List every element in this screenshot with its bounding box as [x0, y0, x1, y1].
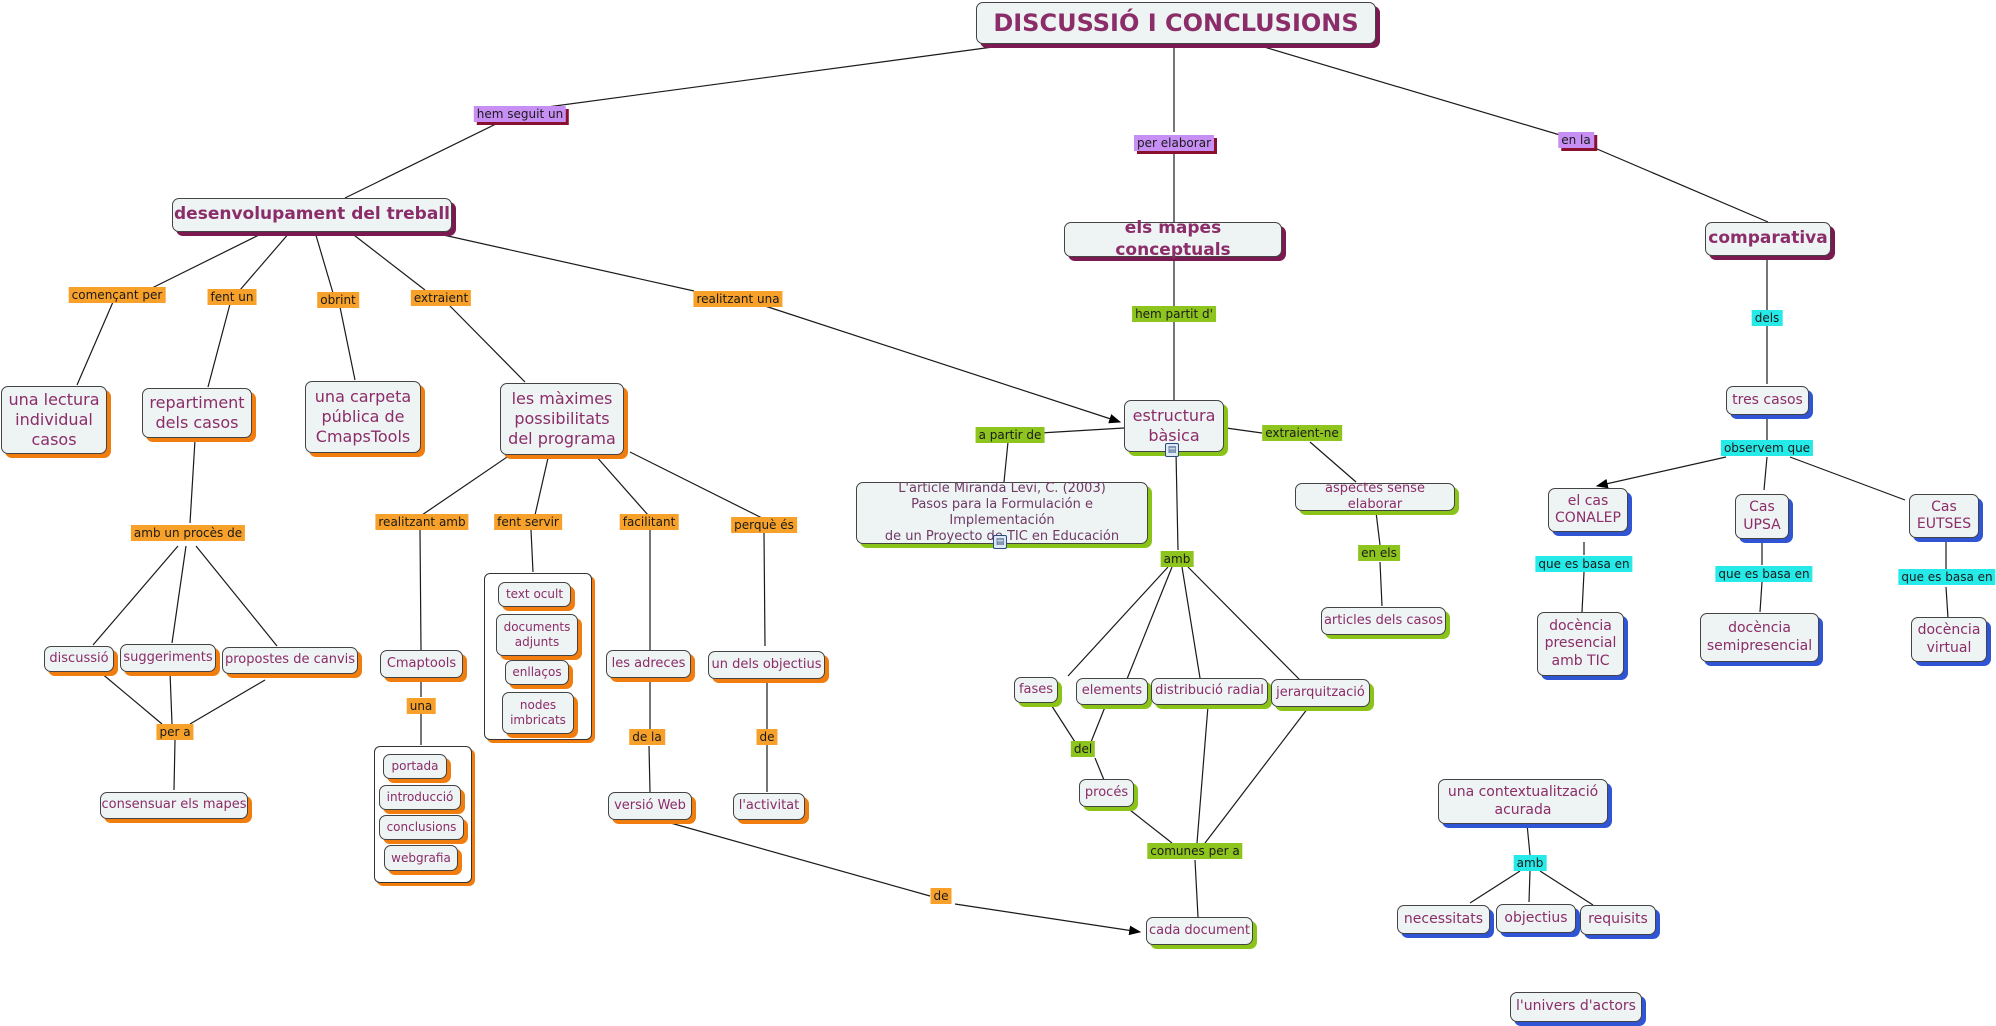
concept-webgrafia[interactable]: webgrafia — [384, 845, 458, 871]
link-label: per a — [156, 724, 194, 740]
concept-nodes-imbricats[interactable]: nodes imbricats — [502, 692, 574, 734]
concept-aspectes[interactable]: aspectes sense elaborar — [1295, 481, 1455, 512]
link-label: que es basa en — [1535, 556, 1633, 572]
concept-repartiment[interactable]: repartiment dels casos — [142, 388, 252, 438]
link-label: del — [1070, 741, 1096, 757]
concept-cada-document[interactable]: cada document — [1146, 917, 1253, 945]
concept-propostes[interactable]: propostes de canvis — [222, 647, 358, 674]
concept-activitat[interactable]: l'activitat — [733, 793, 805, 820]
concept-univers-actors[interactable]: l'univers d'actors — [1510, 992, 1642, 1022]
main-title-node[interactable]: DISCUSSIÓ I CONCLUSIONS — [976, 2, 1376, 44]
concept-lectura[interactable]: una lectura individual casos — [1, 386, 107, 454]
concept-cas-eutses[interactable]: Cas EUTSES — [1909, 494, 1979, 538]
concept-fases[interactable]: fases — [1014, 677, 1058, 703]
link-label: hem seguit un — [473, 106, 567, 122]
link-label: per elaborar — [1134, 135, 1214, 151]
concept-objectius-context[interactable]: objectius — [1496, 904, 1576, 933]
concept-versio-web[interactable]: versió Web — [608, 792, 692, 820]
concept-requisits[interactable]: requisits — [1580, 905, 1656, 935]
link-label: de la — [629, 729, 665, 745]
link-label: perquè és — [731, 517, 797, 533]
concept-distribucio-radial[interactable]: distribució radial — [1151, 678, 1268, 705]
link-label: comunes per a — [1147, 843, 1243, 859]
link-label: hem partit d' — [1132, 306, 1216, 322]
concept-articles-casos[interactable]: articles dels casos — [1321, 607, 1446, 635]
document-resource-icon[interactable]: ▤ — [1165, 443, 1179, 457]
link-label: obrint — [317, 292, 359, 308]
concept-documents-adjunts[interactable]: documents adjunts — [496, 614, 578, 656]
concept-jerarquitzacio[interactable]: jerarquització — [1271, 679, 1370, 707]
link-label: en els — [1358, 545, 1400, 561]
link-label: dels — [1751, 310, 1783, 326]
concept-cmaptools[interactable]: Cmaptools — [380, 650, 463, 678]
link-label: amb — [1513, 855, 1547, 871]
concept-docencia-tic[interactable]: docència presencial amb TIC — [1537, 612, 1624, 676]
concept-mapes-conceptuals[interactable]: els mapes conceptuals — [1064, 218, 1282, 260]
link-label: facilitant — [619, 514, 679, 530]
concept-proces[interactable]: procés — [1079, 779, 1134, 807]
link-label: amb — [1160, 551, 1194, 567]
concept-comparativa[interactable]: comparativa — [1705, 222, 1831, 256]
link-label: extraient — [410, 290, 472, 306]
concept-cas-upsa[interactable]: Cas UPSA — [1735, 494, 1789, 539]
link-label: observem que — [1720, 440, 1814, 456]
concept-contextualitzacio[interactable]: una contextualització acurada — [1438, 779, 1608, 824]
concept-maximes[interactable]: les màximes possibilitats del programa — [500, 383, 624, 455]
concept-introduccio[interactable]: introducció — [379, 785, 461, 810]
concept-necessitats[interactable]: necessitats — [1397, 905, 1490, 934]
concept-discussio[interactable]: discussió — [44, 646, 114, 672]
concept-consensuar[interactable]: consensuar els mapes — [100, 792, 248, 819]
link-label: de — [756, 729, 778, 745]
concept-adreces[interactable]: les adreces — [606, 650, 691, 678]
link-label: extraient-ne — [1262, 425, 1342, 441]
link-label: amb un procès de — [130, 525, 246, 541]
link-label: una — [406, 698, 436, 714]
link-label: començant per — [68, 287, 166, 303]
link-label: a partir de — [975, 427, 1045, 443]
document-resource-icon[interactable]: ▤ — [993, 535, 1007, 549]
concept-elements[interactable]: elements — [1076, 678, 1148, 705]
concept-portada[interactable]: portada — [383, 754, 447, 779]
concept-suggeriments[interactable]: suggeriments — [120, 644, 216, 672]
link-label: fent servir — [494, 514, 562, 530]
concept-tres-casos[interactable]: tres casos — [1726, 386, 1809, 415]
concept-conclusions[interactable]: conclusions — [379, 815, 464, 840]
link-label: fent un — [207, 289, 257, 305]
concept-docencia-semipresencial[interactable]: docència semipresencial — [1700, 613, 1819, 662]
concept-article-miranda[interactable]: L'article Miranda Levi, C. (2003) Pasos … — [856, 481, 1148, 544]
concept-cas-conalep[interactable]: el cas CONALEP — [1548, 488, 1628, 532]
link-label: de — [930, 888, 952, 904]
link-label: que es basa en — [1715, 566, 1813, 582]
concept-objectius[interactable]: un dels objectius — [708, 651, 825, 679]
concept-desenvolupament[interactable]: desenvolupament del treball — [172, 198, 452, 232]
link-label: en la — [1558, 132, 1594, 148]
link-label: realitzant una — [693, 291, 783, 307]
concept-docencia-virtual[interactable]: docència virtual — [1911, 617, 1987, 662]
link-label: que es basa en — [1898, 569, 1996, 585]
concept-carpeta[interactable]: una carpeta pública de CmapsTools — [305, 381, 421, 453]
concept-enllacos[interactable]: enllaços — [505, 660, 569, 685]
link-label: realitzant amb — [375, 514, 469, 530]
concept-text-ocult[interactable]: text ocult — [498, 582, 571, 607]
